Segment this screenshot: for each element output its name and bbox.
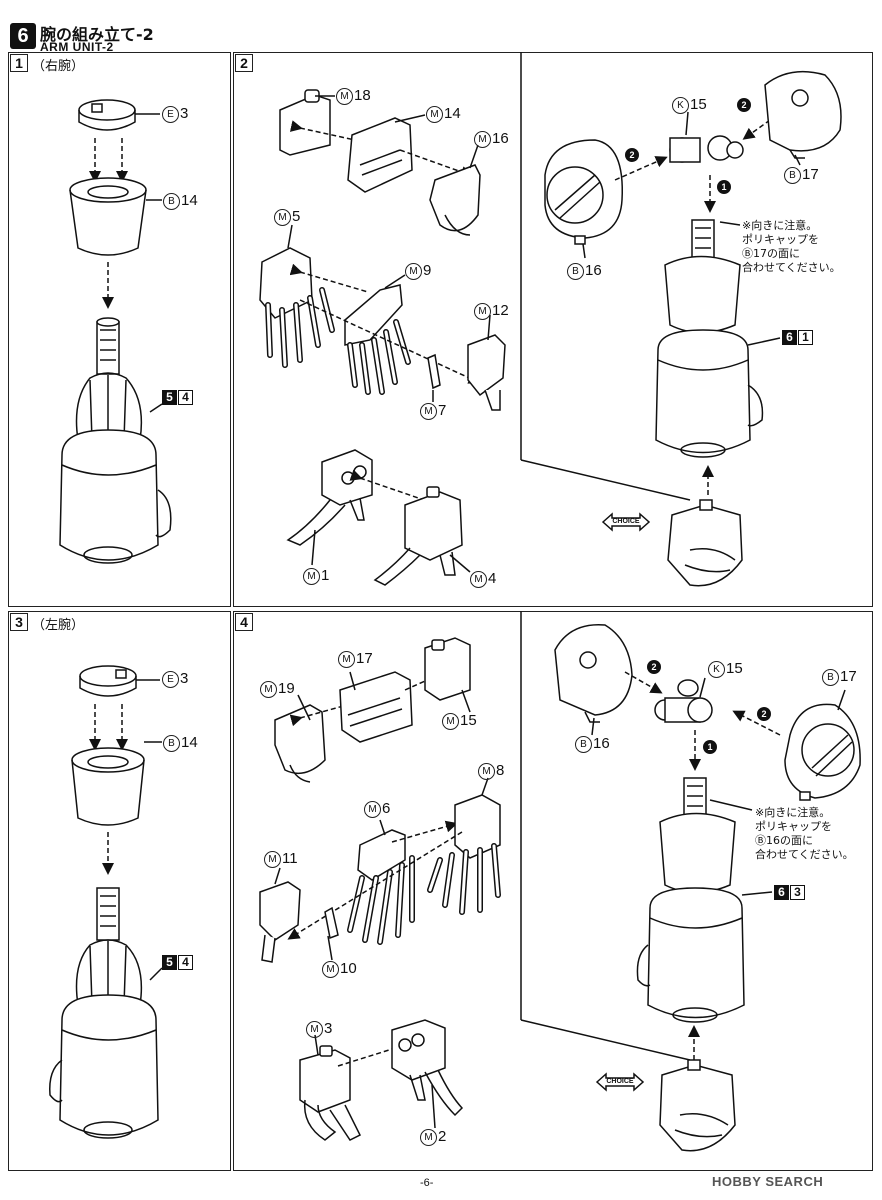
p4-b17-cap <box>784 703 861 801</box>
panel-2 <box>233 52 873 607</box>
p2-arm-body <box>655 219 764 458</box>
p2-b17-cap <box>764 70 842 159</box>
panel-4 <box>233 611 873 1171</box>
p4-m19 <box>274 704 326 783</box>
p2-m7 <box>427 353 441 390</box>
p3-part-b14 <box>71 747 145 826</box>
p2-m14 <box>347 117 413 193</box>
p3-arm-body <box>49 887 159 1139</box>
panel-1-subtitle: （右腕） <box>32 59 85 74</box>
p2-m18 <box>279 89 331 156</box>
step-number-badge: 6 <box>10 23 36 49</box>
p1-cap-e3 <box>78 99 136 131</box>
p4-m11 <box>259 881 301 963</box>
choice-label-p2: CHOICE <box>612 518 640 525</box>
p2-m9 <box>344 284 411 395</box>
p2-k15-polycap <box>669 135 744 163</box>
p4-m10 <box>324 906 339 940</box>
p2-m12 <box>467 334 506 411</box>
p4-b16-cap <box>554 623 633 723</box>
p4-k15-polycap <box>654 679 713 723</box>
p2-m1 <box>286 449 373 546</box>
panel-4-number: 4 <box>235 613 253 631</box>
p4-choice-arrow <box>595 1072 645 1092</box>
watermark: HOBBY SEARCH <box>712 1174 824 1189</box>
panel-3-subtitle: （左腕） <box>32 618 85 633</box>
page-number: -6- <box>420 1177 434 1189</box>
p4-m15 <box>424 637 471 701</box>
panel-2-number: 2 <box>235 54 253 72</box>
step-bubble-1b: 1 <box>703 740 717 754</box>
note-p2: ※向きに注意。ポリキャップを Ⓑ17の面に合わせてください。 <box>742 219 841 274</box>
p2-choice-arrow <box>601 512 651 532</box>
step-bubble-2d: 2 <box>757 707 771 721</box>
p2-hand-choice <box>667 499 743 587</box>
section-title: 腕の組み立て-2 <box>40 25 154 44</box>
p1-part-b14 <box>69 177 147 256</box>
section-title-en: ARM UNIT-2 <box>40 40 114 54</box>
step-bubble-1a: 1 <box>717 180 731 194</box>
p2-m4 <box>373 486 463 586</box>
p4-m17 <box>339 671 413 743</box>
p4-m2 <box>391 1019 464 1117</box>
p4-m8 <box>427 794 501 915</box>
p4-m3 <box>299 1045 362 1141</box>
p3-cap-e3 <box>79 665 137 697</box>
panel-3-number: 3 <box>10 613 28 631</box>
p1-arm-body <box>59 317 172 564</box>
p4-arm-body <box>636 777 745 1023</box>
step-bubble-2a: 2 <box>625 148 639 162</box>
p4-hand-choice <box>659 1059 736 1152</box>
step-bubble-2c: 2 <box>647 660 661 674</box>
p2-b16-cap <box>544 139 624 245</box>
step-bubble-2b: 2 <box>737 98 751 112</box>
panel-1 <box>8 52 231 607</box>
p2-m5 <box>259 247 335 368</box>
panel-1-number: 1 <box>10 54 28 72</box>
panel-3 <box>8 611 231 1171</box>
note-p4: ※向きに注意。ポリキャップを Ⓑ16の面に合わせてください。 <box>755 806 854 861</box>
choice-label-p4: CHOICE <box>606 1078 634 1085</box>
p4-m6 <box>347 829 415 945</box>
p2-m16 <box>429 164 481 236</box>
